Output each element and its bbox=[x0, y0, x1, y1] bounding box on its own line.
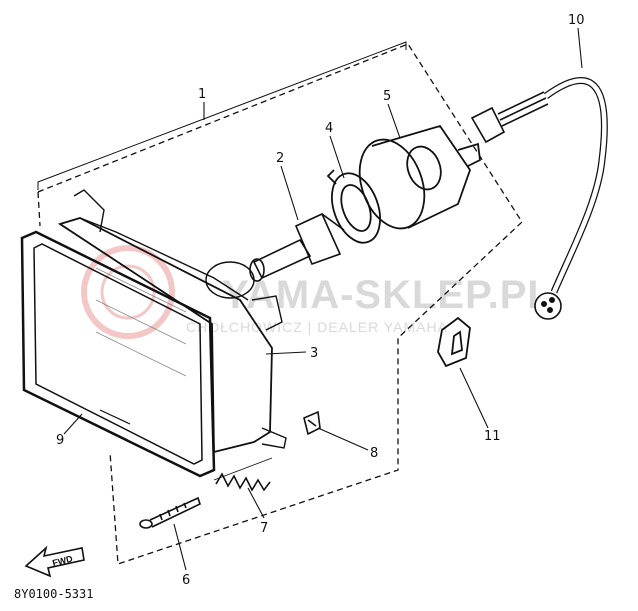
spring-icon bbox=[213, 457, 273, 492]
callout-11: 11 bbox=[484, 429, 501, 444]
watermark-sub-text: CHOŁCHOWICZ | DEALER YAMAHA bbox=[186, 319, 448, 335]
assembly-bracket bbox=[37, 41, 407, 190]
callout-4: 4 bbox=[325, 121, 333, 136]
callout-9: 9 bbox=[56, 433, 64, 448]
callout-3: 3 bbox=[310, 346, 318, 361]
callout-5: 5 bbox=[383, 89, 391, 104]
watermark: YAMA-SKLEP.PL CHOŁCHOWICZ | DEALER YAMAH… bbox=[81, 245, 553, 339]
bulb-icon bbox=[249, 212, 345, 282]
wire-harness-icon bbox=[470, 77, 608, 320]
callout-1: 1 bbox=[198, 87, 206, 102]
clamp-icon bbox=[437, 316, 471, 368]
watermark-main-text: YAMA-SKLEP.PL bbox=[222, 273, 553, 317]
diagram-code: 8Y0100-5331 bbox=[14, 587, 93, 601]
screw-icon bbox=[139, 496, 201, 529]
callout-10: 10 bbox=[568, 13, 585, 28]
callout-2: 2 bbox=[276, 151, 284, 166]
callout-6: 6 bbox=[182, 573, 190, 588]
callout-8: 8 bbox=[370, 446, 378, 461]
socket-cover-icon bbox=[358, 124, 481, 230]
callout-7: 7 bbox=[260, 521, 268, 536]
callouts: 1 2 3 4 5 6 7 8 9 10 11 bbox=[56, 13, 585, 588]
fwd-label: FWD bbox=[51, 553, 74, 568]
nut-icon bbox=[303, 410, 321, 436]
watermark-logo-icon bbox=[81, 245, 175, 339]
leader-lines bbox=[63, 27, 583, 571]
fwd-arrow-icon: FWD bbox=[24, 545, 85, 578]
lens-rim-icon bbox=[20, 230, 216, 478]
